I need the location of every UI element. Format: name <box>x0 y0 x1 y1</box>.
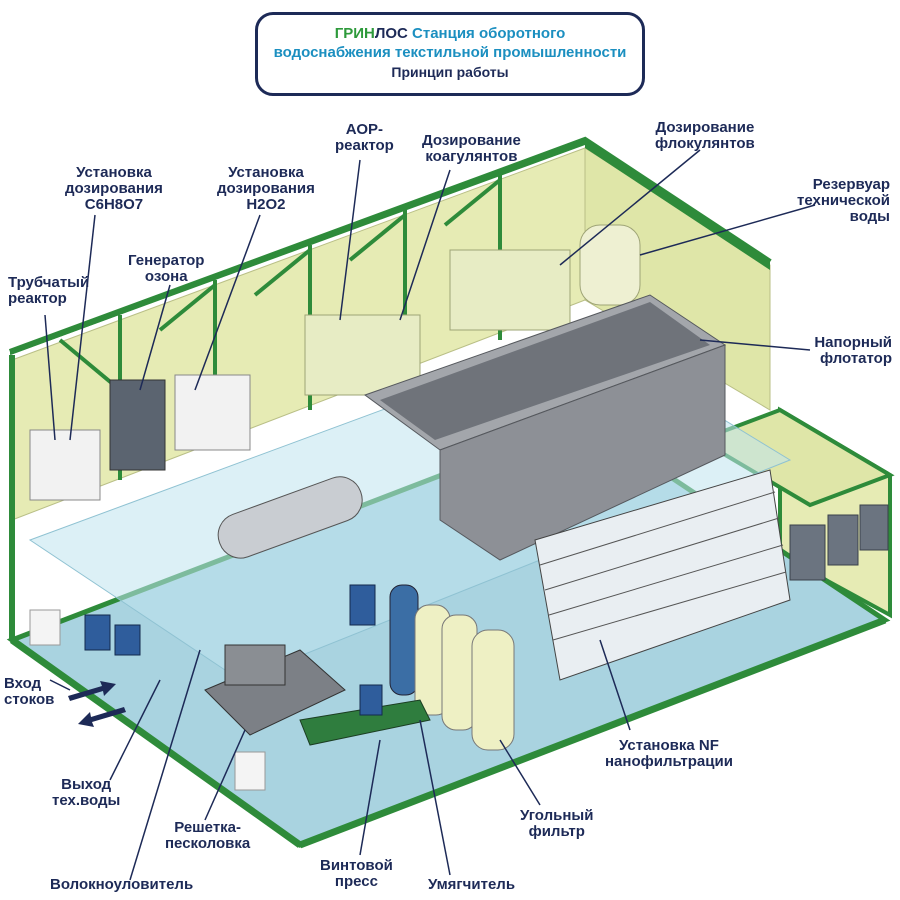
title-box: ГРИНЛОС Станция оборотного водоснабжения… <box>255 12 645 96</box>
label-line: Генератор <box>128 252 205 269</box>
dosing-tanks <box>304 224 641 396</box>
label-line: АОР- <box>345 121 384 138</box>
label-aop-reactor: АОР- реактор <box>335 122 394 154</box>
title-line-2: водоснабжения текстильной промышленности <box>273 44 627 61</box>
label-line: Угольный <box>520 807 594 824</box>
label-line: Установка <box>76 164 152 181</box>
label-line: Выход <box>61 776 112 793</box>
label-line: Установка NF <box>619 737 719 754</box>
label-carbon-filter: Угольный фильтр <box>520 808 593 840</box>
label-line: воды <box>849 208 890 225</box>
label-line: Дозирование <box>655 119 755 136</box>
title-line-1-rest: Станция оборотного <box>407 25 566 42</box>
label-ozone-generator: Генератор озона <box>128 253 204 285</box>
label-inlet: Вход стоков <box>4 676 54 708</box>
label-line: дозирования <box>65 180 163 197</box>
screen-sand-trap-unit <box>204 644 346 736</box>
label-screw-press: Винтовой пресс <box>320 858 393 890</box>
filter-vessels <box>389 584 515 751</box>
label-line: Умягчитель <box>428 876 516 893</box>
label-screen-sand-trap: Решетка- песколовка <box>165 820 250 852</box>
label-line: Винтовой <box>320 857 393 874</box>
label-line: Резервуар <box>812 176 890 193</box>
tubular-reactor-unit <box>217 476 363 559</box>
label-line: тех.воды <box>52 792 121 809</box>
label-line: коагулянтов <box>425 148 518 165</box>
label-line: реактор <box>8 290 67 307</box>
label-line: Решетка- <box>174 819 242 836</box>
label-line: реактор <box>335 137 394 154</box>
label-line: стоков <box>4 691 55 708</box>
label-line: пресс <box>334 873 378 890</box>
label-line: флокулянтов <box>655 135 755 152</box>
label-line: песколовка <box>165 835 251 852</box>
label-coagulant-dosing: Дозирование коагулянтов <box>422 133 521 165</box>
title-line-1: ГРИНЛОС Станция оборотного <box>258 24 642 43</box>
label-line: озона <box>144 268 188 285</box>
label-outlet: Выход тех.воды <box>52 777 120 809</box>
label-line: Трубчатый <box>8 274 90 291</box>
label-line: дозирования <box>217 180 315 197</box>
leader-lines <box>44 149 816 881</box>
roof-right <box>585 140 770 270</box>
label-line: C6H8O7 <box>84 196 144 213</box>
front-left-edge <box>9 637 303 848</box>
label-pressure-flotator: Напорный флотатор <box>814 335 892 367</box>
label-line: нанофильтрации <box>605 753 733 770</box>
label-line: технической <box>796 192 890 209</box>
inlet-outlet-arrows <box>68 681 126 727</box>
pumps <box>84 584 383 716</box>
label-line: флотатор <box>819 350 892 367</box>
label-citric-dosing: Установка дозирования C6H8O7 <box>65 165 163 213</box>
ibc-tanks <box>29 374 251 501</box>
nf-rack <box>534 469 791 681</box>
label-line: Вход <box>4 675 42 692</box>
title-line-3: Принцип работы <box>391 64 509 80</box>
label-line: Напорный <box>814 334 892 351</box>
brand-dark: ЛОС <box>374 25 408 42</box>
front-edge <box>298 616 887 849</box>
label-flocculant-dosing: Дозирование флокулянтов <box>655 120 755 152</box>
label-fiber-catcher: Волокноуловитель <box>50 877 193 893</box>
pressure-flotator <box>363 294 727 561</box>
label-line: Установка <box>228 164 304 181</box>
label-nf-unit: Установка NF нанофильтрации <box>605 738 733 770</box>
label-line: H2O2 <box>246 196 286 213</box>
brand-green: ГРИН <box>334 25 375 42</box>
radiators <box>29 609 266 791</box>
label-tubular-reactor: Трубчатый реактор <box>8 275 89 307</box>
wall-cabinets <box>789 504 889 581</box>
label-line: Дозирование <box>422 132 521 149</box>
label-softener: Умягчитель <box>428 877 515 893</box>
label-line: Волокноуловитель <box>50 876 194 893</box>
label-tech-water-tank: Резервуар технической воды <box>797 177 890 225</box>
label-line: фильтр <box>528 823 585 840</box>
label-h2o2-dosing: Установка дозирования H2O2 <box>217 165 315 213</box>
